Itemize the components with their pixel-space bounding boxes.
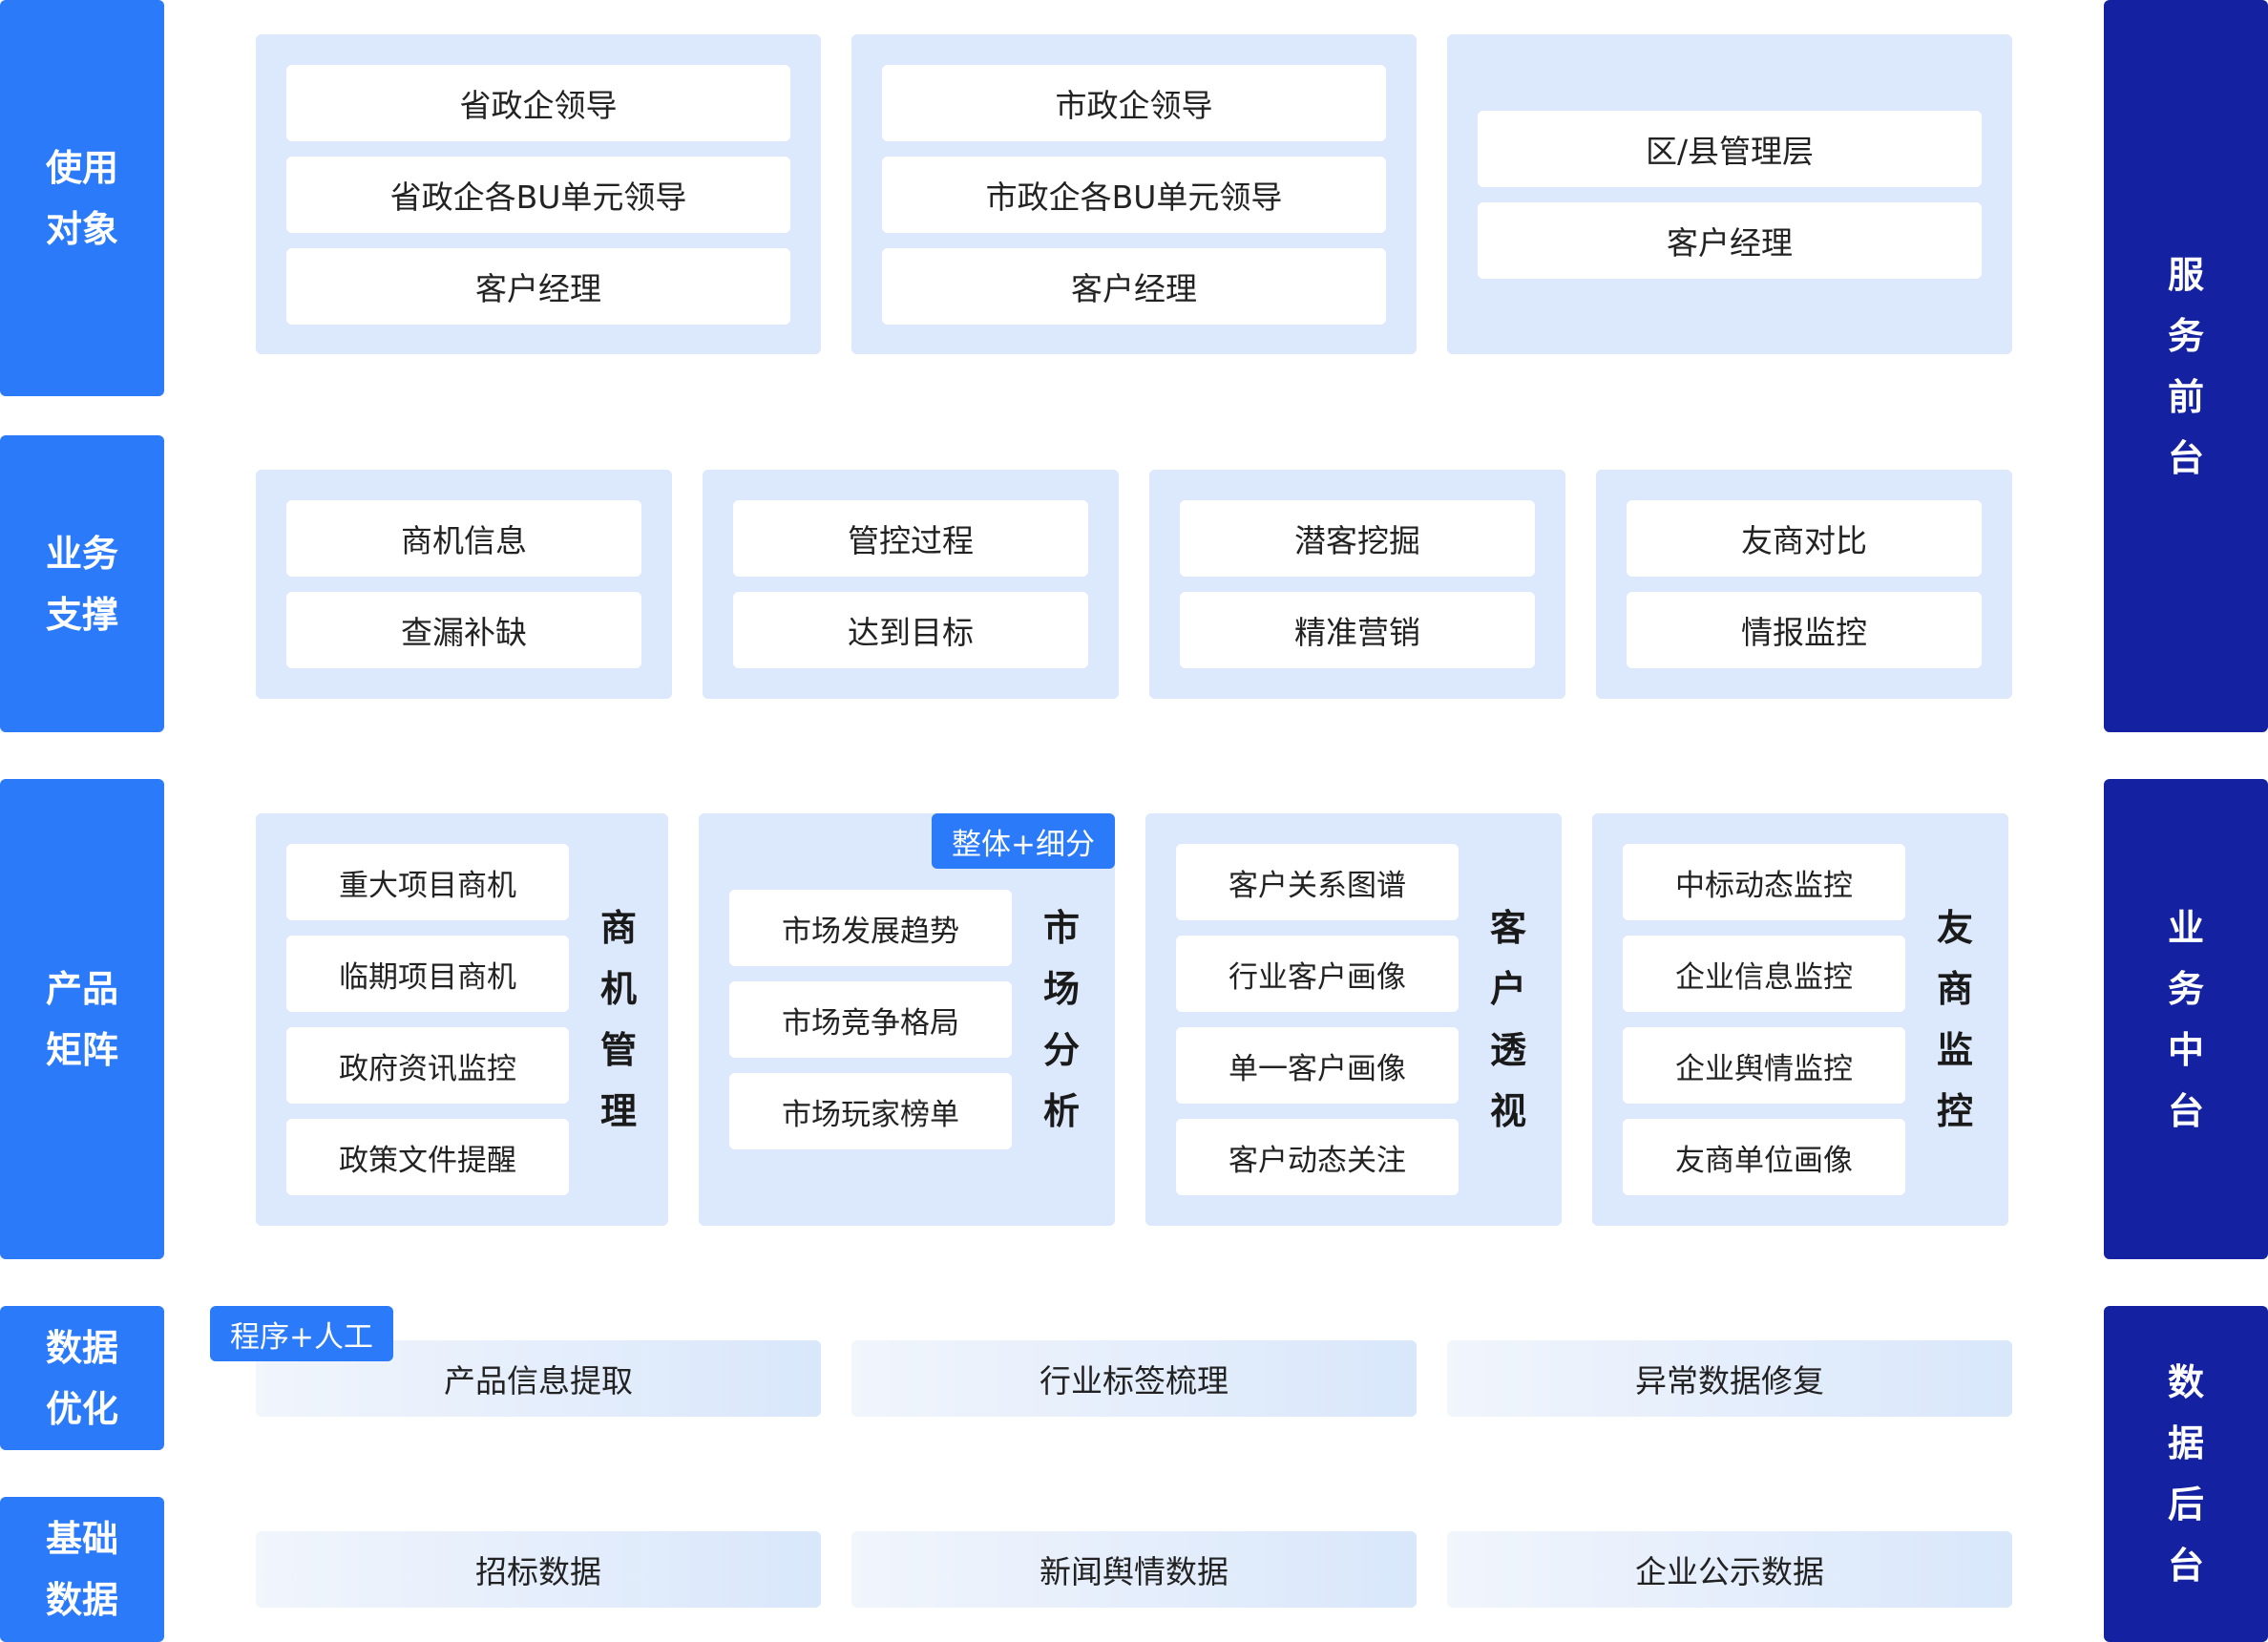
base-data-bar: 招标数据: [256, 1531, 821, 1608]
label-business-support: 业务 支撑: [0, 435, 164, 732]
product-card: 中标动态监控: [1623, 844, 1905, 920]
label-users: 使用 对象: [0, 0, 164, 396]
support-card: 情报监控: [1627, 592, 1982, 668]
users-card: 客户经理: [286, 248, 790, 325]
support-card: 管控过程: [733, 500, 1088, 577]
label-data-optimization: 数据 优化: [0, 1306, 164, 1450]
program-manual-tag: 程序+人工: [210, 1306, 393, 1361]
support-card: 查漏补缺: [286, 592, 641, 668]
support-panel: 商机信息 查漏补缺: [256, 470, 672, 699]
label-business-middle: 业 务 中 台: [2104, 779, 2268, 1259]
product-title: 友 商 监 控: [1936, 907, 1973, 1132]
support-card: 友商对比: [1627, 500, 1982, 577]
product-card: 单一客户画像: [1176, 1027, 1459, 1104]
product-card: 客户动态关注: [1176, 1119, 1459, 1195]
product-card: 市场玩家榜单: [729, 1073, 1012, 1149]
support-card: 商机信息: [286, 500, 641, 577]
support-panel: 管控过程 达到目标: [703, 470, 1119, 699]
label-data-back: 数 据 后 台: [2104, 1306, 2268, 1642]
product-title: 市 场 分 析: [1042, 907, 1080, 1132]
base-data-bar: 企业公示数据: [1447, 1531, 2012, 1608]
product-title: 客 户 透 视: [1489, 907, 1526, 1132]
product-title: 商 机 管 理: [599, 907, 637, 1132]
product-panel-opportunity: 重大项目商机 临期项目商机 政府资讯监控 政策文件提醒 商 机 管 理: [256, 813, 668, 1226]
support-panel: 友商对比 情报监控: [1596, 470, 2012, 699]
product-card: 临期项目商机: [286, 936, 569, 1012]
product-panel-market: 市场发展趋势 市场竞争格局 市场玩家榜单 市 场 分 析: [699, 813, 1115, 1226]
product-card: 市场发展趋势: [729, 890, 1012, 966]
overall-detail-tag: 整体+细分: [932, 813, 1115, 869]
product-panel-competitor: 中标动态监控 企业信息监控 企业舆情监控 友商单位画像 友 商 监 控: [1592, 813, 2008, 1226]
product-card: 重大项目商机: [286, 844, 569, 920]
support-panel: 潜客挖掘 精准营销: [1149, 470, 1565, 699]
data-opt-bar: 产品信息提取: [256, 1340, 821, 1417]
support-card: 达到目标: [733, 592, 1088, 668]
product-card: 政策文件提醒: [286, 1119, 569, 1195]
label-base-data: 基础 数据: [0, 1497, 164, 1642]
users-panel-district: 区/县管理层 客户经理: [1447, 34, 2012, 354]
support-card: 精准营销: [1180, 592, 1535, 668]
product-card: 企业信息监控: [1623, 936, 1905, 1012]
users-panel-province: 省政企领导 省政企各BU单元领导 客户经理: [256, 34, 821, 354]
users-card: 区/县管理层: [1478, 111, 1982, 187]
label-product-matrix: 产品 矩阵: [0, 779, 164, 1259]
product-card: 客户关系图谱: [1176, 844, 1459, 920]
product-card: 友商单位画像: [1623, 1119, 1905, 1195]
users-card: 省政企领导: [286, 65, 790, 141]
users-card: 省政企各BU单元领导: [286, 157, 790, 233]
users-card: 市政企领导: [882, 65, 1386, 141]
data-opt-bar: 异常数据修复: [1447, 1340, 2012, 1417]
product-card: 企业舆情监控: [1623, 1027, 1905, 1104]
support-card: 潜客挖掘: [1180, 500, 1535, 577]
base-data-bar: 新闻舆情数据: [851, 1531, 1417, 1608]
users-card: 市政企各BU单元领导: [882, 157, 1386, 233]
product-card: 行业客户画像: [1176, 936, 1459, 1012]
product-panel-customer: 客户关系图谱 行业客户画像 单一客户画像 客户动态关注 客 户 透 视: [1145, 813, 1562, 1226]
users-panel-city: 市政企领导 市政企各BU单元领导 客户经理: [851, 34, 1417, 354]
users-card: 客户经理: [882, 248, 1386, 325]
label-service-front: 服 务 前 台: [2104, 0, 2268, 732]
data-opt-bar: 行业标签梳理: [851, 1340, 1417, 1417]
users-card: 客户经理: [1478, 202, 1982, 279]
product-card: 政府资讯监控: [286, 1027, 569, 1104]
product-card: 市场竞争格局: [729, 981, 1012, 1058]
